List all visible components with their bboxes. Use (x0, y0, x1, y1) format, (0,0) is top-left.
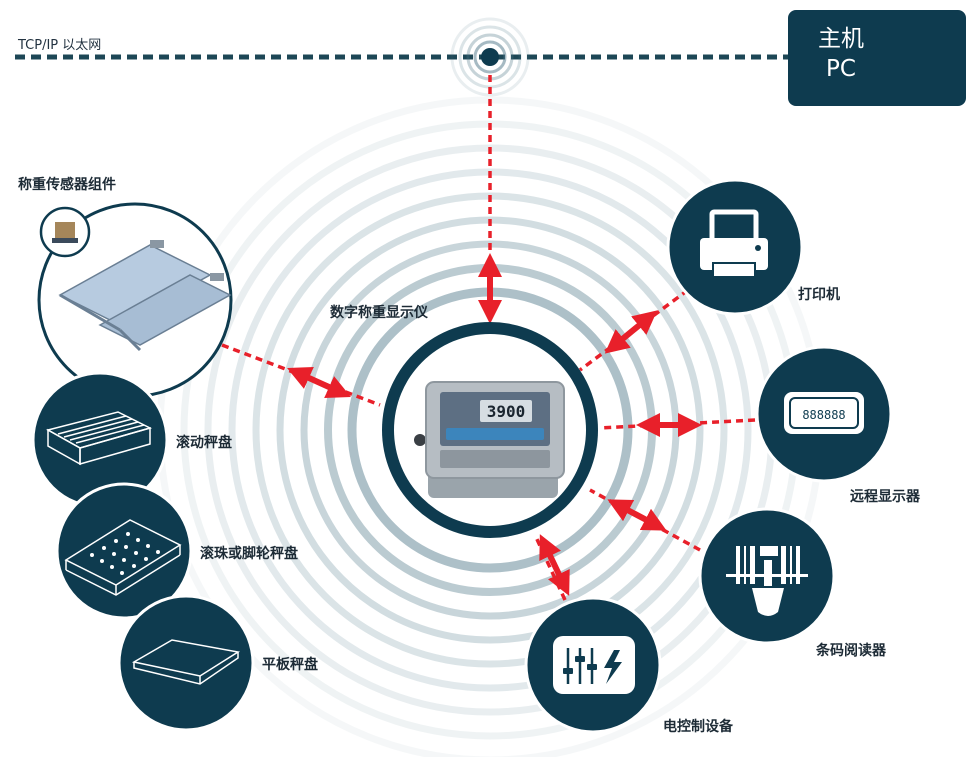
label-indicator: 数字称重显示仪 (330, 305, 428, 321)
label-flat-platform: 平板秤盘 (262, 657, 318, 673)
roller-platform-icon (31, 371, 169, 509)
control-device (524, 596, 662, 734)
label-remote-display: 远程显示器 (850, 489, 920, 505)
label-barcode-reader: 条码阅读器 (816, 643, 886, 659)
remote-display-device: 888888 (755, 345, 893, 483)
remote-display-digits: 888888 (802, 408, 845, 422)
label-roller-platform: 滚动秤盘 (176, 435, 232, 451)
printer-device (666, 178, 804, 316)
weighing-indicator: 3900 (382, 322, 598, 538)
host-pc-line2: PC (826, 56, 856, 82)
label-ball-caster-platform: 滚珠或脚轮秤盘 (200, 546, 298, 562)
ball-caster-platform-icon (55, 482, 193, 620)
label-printer: 打印机 (798, 287, 840, 303)
arrow-control (539, 534, 570, 596)
arrow-load-cell (287, 367, 351, 398)
flat-platform-icon (117, 594, 255, 732)
load-cell-kit-illustration (37, 202, 233, 398)
label-control-device: 电控制设备 (663, 719, 733, 735)
data-arrows (287, 253, 702, 596)
host-pc: 主机 PC (788, 10, 966, 106)
network-label: TCP/IP 以太网 (18, 38, 102, 53)
printer-icon (700, 209, 768, 278)
lightning-icon (604, 650, 622, 684)
indicator-reading: 3900 (487, 402, 526, 421)
arrow-printer (604, 310, 658, 354)
barcode-icon (726, 546, 808, 616)
barcode-reader-device (698, 507, 836, 645)
remote-display-icon (784, 392, 864, 434)
host-pc-line1: 主机 (818, 26, 864, 52)
arrow-barcode (607, 499, 667, 531)
label-load-cell-kit: 称重传感器组件 (18, 177, 116, 193)
